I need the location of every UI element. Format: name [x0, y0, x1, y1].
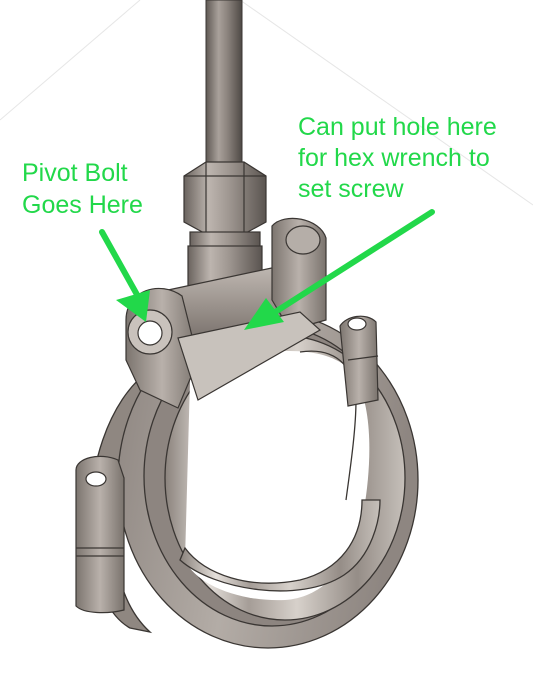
hex-nut	[183, 161, 267, 287]
hex-hole-annotation-line-1: Can put hole here	[298, 113, 497, 141]
clamp-band	[88, 311, 419, 649]
pivot-annotation-line-2: Goes Here	[22, 191, 143, 219]
top-bracket	[125, 217, 327, 409]
hex-hole-arrow-icon	[244, 209, 435, 330]
hex-hole-annotation-line-3: set screw	[298, 175, 404, 203]
pivot-arrow-icon	[99, 229, 150, 322]
pivot-annotation-line-1: Pivot Bolt	[22, 159, 128, 187]
background-construction-lines	[0, 0, 533, 206]
left-hinge-lug	[75, 455, 125, 614]
right-hinge-lug	[339, 315, 379, 407]
hex-hole-annotation-line-2: for hex wrench to	[298, 144, 490, 172]
threaded-rod	[205, 0, 243, 173]
